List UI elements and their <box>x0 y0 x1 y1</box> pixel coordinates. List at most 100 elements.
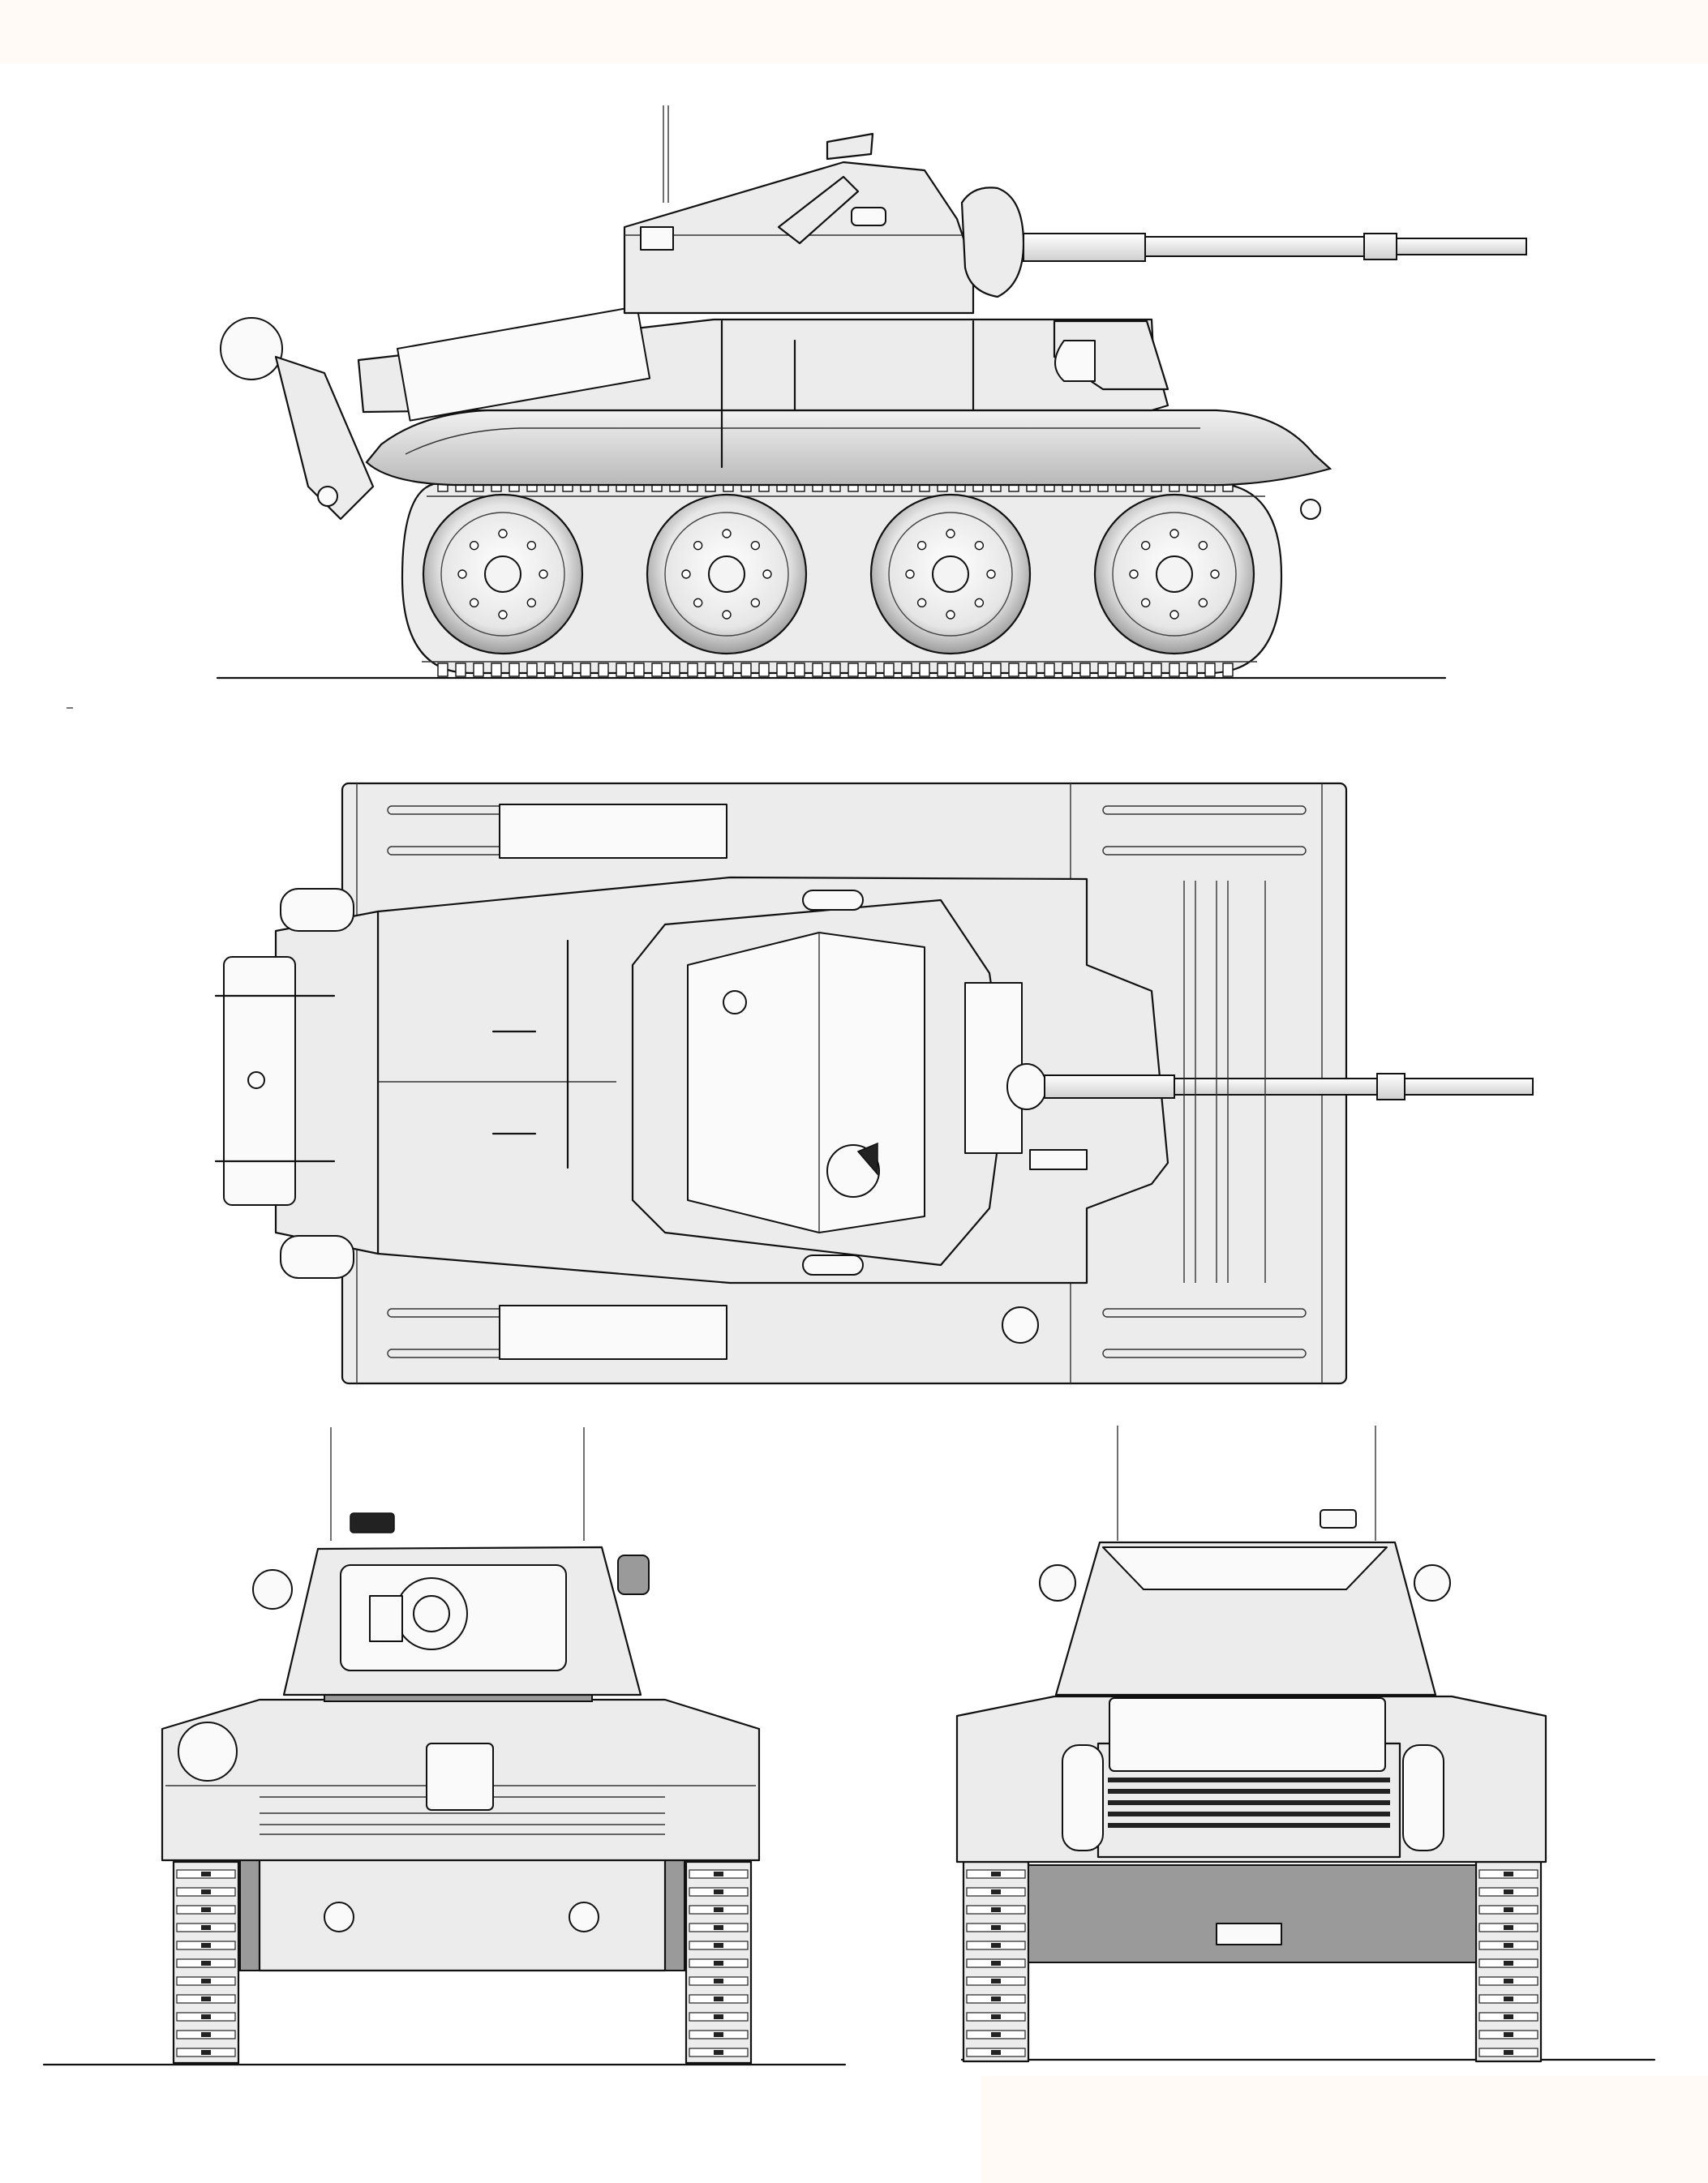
track-link <box>437 663 448 677</box>
track-pin <box>1504 2050 1513 2055</box>
track-link <box>705 663 716 677</box>
exhaust-rear-left <box>1062 1744 1104 1851</box>
wheel-bolt <box>1198 540 1208 551</box>
cupola-rear <box>1320 1509 1357 1529</box>
track-link <box>491 663 502 677</box>
wheel-bolt <box>1198 598 1208 608</box>
track-link <box>651 663 663 677</box>
stowage-box <box>397 305 651 422</box>
wheel-bolt <box>750 540 761 551</box>
louvre-slat <box>1108 1812 1390 1816</box>
track-pin <box>201 1872 211 1876</box>
gun-sleeve <box>1023 233 1146 262</box>
tow-eye <box>1300 499 1321 520</box>
track-pin <box>1504 1907 1513 1912</box>
track-link <box>687 663 698 677</box>
louvre-slat <box>1108 1800 1390 1805</box>
track-pin <box>1504 1979 1513 1984</box>
wheel-bolt <box>905 569 915 579</box>
rear-door <box>1109 1697 1386 1772</box>
wheel-bolt <box>498 529 508 538</box>
scan-margin-top <box>0 0 1708 63</box>
track-pin <box>991 1872 1001 1876</box>
track-pin <box>714 1943 723 1948</box>
track-link <box>865 663 877 677</box>
wheel-bolt <box>526 540 537 551</box>
road-wheels <box>422 493 1255 655</box>
track-pin <box>714 1996 723 2001</box>
louvre-slat <box>1108 1823 1390 1828</box>
track-link <box>580 663 591 677</box>
lamp-front-left <box>252 1569 293 1610</box>
track-link <box>830 663 841 677</box>
lower-hull-rear <box>1028 1864 1477 1963</box>
track-link <box>1062 663 1073 677</box>
wheel-bolt <box>974 598 985 608</box>
track-link <box>848 663 859 677</box>
track-pin <box>1504 1996 1513 2001</box>
track-link <box>616 663 627 677</box>
track-pin <box>714 2050 723 2055</box>
track-link <box>633 663 645 677</box>
track-pin <box>714 1979 723 1984</box>
track-link <box>1151 663 1162 677</box>
track-pin <box>201 1907 211 1912</box>
wheel-bolt <box>469 540 479 551</box>
track-link <box>1008 663 1019 677</box>
track-pin <box>991 1961 1001 1966</box>
wheel-bolt <box>1210 569 1220 579</box>
wheel-bolt <box>469 598 479 608</box>
track-link <box>1133 663 1144 677</box>
track-link <box>937 663 948 677</box>
gun-top <box>1044 1074 1175 1099</box>
exhaust-top-right <box>280 1235 354 1279</box>
wheel-hub <box>484 555 521 593</box>
cupola-front <box>350 1512 395 1533</box>
track-link <box>1187 663 1198 677</box>
gun-barrel <box>1144 236 1365 257</box>
track-link <box>1204 663 1216 677</box>
track-pin <box>201 1889 211 1894</box>
track-link <box>526 663 538 677</box>
lamp-rear-left <box>1039 1564 1076 1602</box>
track-pin <box>1504 1961 1513 1966</box>
track-pin <box>991 1889 1001 1894</box>
track-link <box>1169 663 1180 677</box>
track-link <box>1026 663 1037 677</box>
scan-margin-corner <box>981 2076 1708 2183</box>
hull-skirt <box>365 409 1332 487</box>
wheel-rim <box>1112 512 1237 637</box>
searchlight <box>220 317 283 380</box>
wheel-bolt <box>1140 598 1151 608</box>
track-pin <box>1504 1889 1513 1894</box>
front-deck-lines <box>1183 881 1266 1283</box>
lamp-rear-right <box>1414 1564 1451 1602</box>
track-link <box>562 663 573 677</box>
track-pin <box>1504 1925 1513 1930</box>
track-pin <box>201 1979 211 1984</box>
wheel-rim <box>888 512 1013 637</box>
hatch <box>826 132 874 161</box>
track-link <box>1115 663 1127 677</box>
wheel-bolt <box>916 540 927 551</box>
turret-roof <box>687 932 925 1233</box>
track-pin <box>991 1925 1001 1930</box>
track-pin <box>991 2050 1001 2055</box>
wheel-bolt <box>946 529 955 538</box>
louvre-slat <box>1108 1778 1390 1782</box>
track-link <box>1222 663 1234 677</box>
wheel-bolt <box>693 598 703 608</box>
exhaust-top-left <box>280 888 354 932</box>
track-pin <box>991 1996 1001 2001</box>
wheel-hub <box>932 555 969 593</box>
track-link <box>776 663 787 677</box>
track-link <box>1097 663 1109 677</box>
wheel-bolt <box>1140 540 1151 551</box>
track-pin <box>991 1907 1001 1912</box>
wheel-bolt <box>762 569 772 579</box>
track-pin <box>1504 2032 1513 2037</box>
track-pin <box>1504 1872 1513 1876</box>
track-pin <box>991 2032 1001 2037</box>
